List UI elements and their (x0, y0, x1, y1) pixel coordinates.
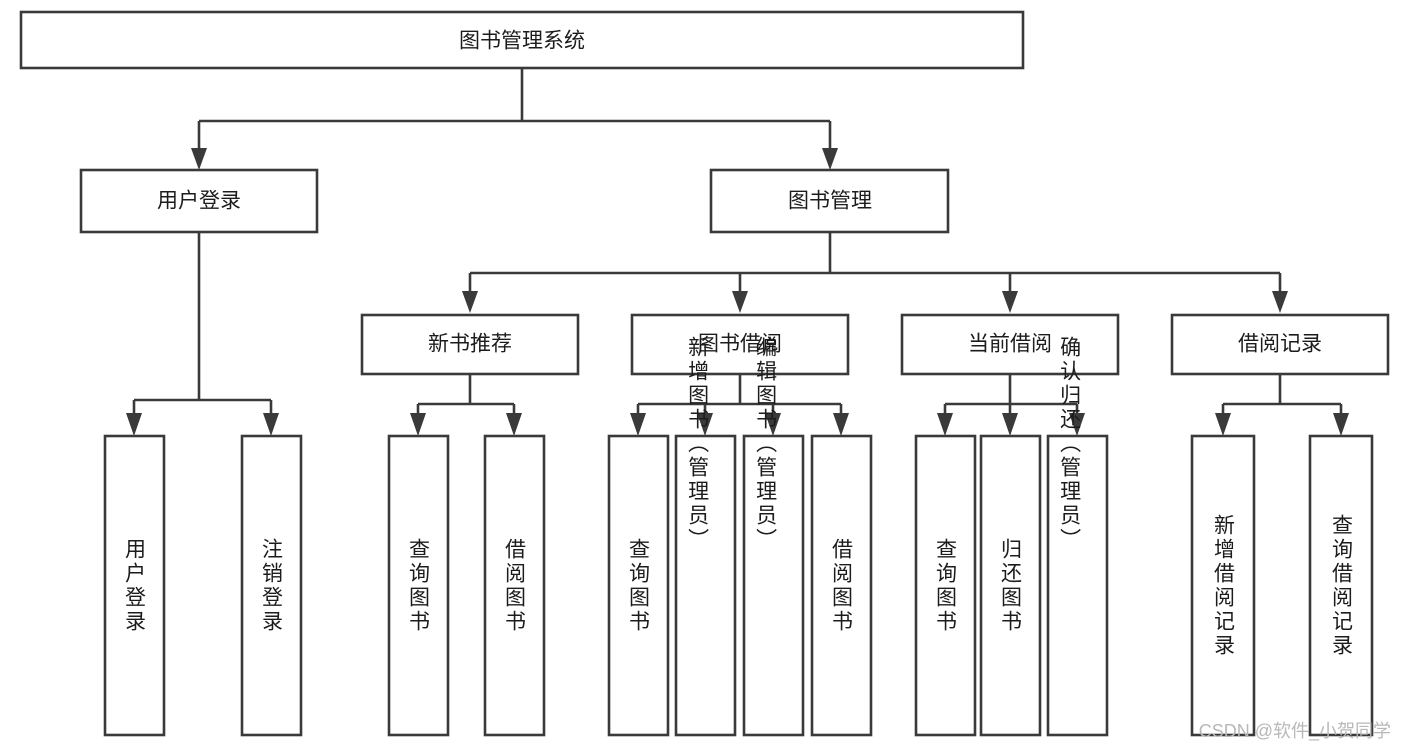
arrow-head-icon (410, 413, 426, 436)
arrow-head-icon (1002, 413, 1018, 436)
leaf-borrow-edit-book-label: 编辑图书（管理员） (754, 336, 778, 552)
leaf-user-login-login[interactable]: 用户登录 (103, 434, 166, 737)
arrow-head-icon (1069, 413, 1085, 436)
node-book-borrow[interactable]: 图书借阅 (630, 313, 850, 376)
leaf-user-login-login-label: 用户登录 (123, 538, 147, 634)
arrow-head-icon (191, 148, 207, 170)
leaf-borrow-add-book-label: 新增图书（管理员） (686, 336, 710, 552)
arrow-head-icon (1333, 413, 1349, 436)
leaf-new-book-borrow[interactable]: 借阅图书 (483, 434, 546, 737)
node-root-system[interactable]: 图书管理系统 (19, 10, 1025, 70)
arrow-head-icon (732, 291, 748, 313)
node-current-borrow-label: 当前借阅 (968, 333, 1052, 356)
leaf-record-query-label: 查询借阅记录 (1330, 514, 1354, 658)
node-root-label: 图书管理系统 (459, 30, 585, 53)
node-user-login[interactable]: 用户登录 (79, 168, 319, 234)
connector-root-to-level2 (191, 68, 838, 170)
node-borrow-record[interactable]: 借阅记录 (1170, 313, 1390, 376)
leaf-current-query-book-label: 查询图书 (934, 538, 958, 634)
leaf-borrow-edit-book[interactable]: 编辑图书（管理员） (742, 336, 805, 737)
arrow-head-icon (697, 413, 713, 436)
node-book-borrow-label: 图书借阅 (698, 333, 782, 356)
arrow-head-icon (462, 291, 478, 313)
arrow-head-icon (630, 413, 646, 436)
leaf-new-book-borrow-label: 借阅图书 (503, 538, 527, 634)
csdn-watermark: CSDN @软件_小贺同学 (1198, 721, 1391, 741)
leaf-current-return-book-label: 归还图书 (999, 538, 1023, 634)
leaf-borrow-query-book-label: 查询图书 (627, 538, 651, 634)
leaf-borrow-borrow-book[interactable]: 借阅图书 (810, 434, 873, 737)
node-borrow-record-label: 借阅记录 (1238, 333, 1322, 356)
arrow-head-icon (263, 413, 279, 436)
arrow-head-icon (126, 413, 142, 436)
node-user-login-label: 用户登录 (157, 190, 241, 213)
leaf-new-book-query[interactable]: 查询图书 (387, 434, 450, 737)
leaf-new-book-query-label: 查询图书 (407, 538, 431, 634)
connector-userlogin-to-leaves (126, 232, 279, 436)
leaf-current-confirm-return[interactable]: 确认归还（管理员） (1046, 336, 1109, 737)
leaf-current-confirm-return-label: 确认归还（管理员） (1058, 336, 1082, 552)
leaf-borrow-add-book[interactable]: 新增图书（管理员） (674, 336, 737, 737)
leaf-user-login-logout[interactable]: 注销登录 (240, 434, 303, 737)
arrow-head-icon (765, 413, 781, 436)
leaf-borrow-borrow-book-label: 借阅图书 (830, 538, 854, 634)
node-book-management[interactable]: 图书管理 (709, 168, 950, 234)
node-current-borrow[interactable]: 当前借阅 (900, 313, 1120, 376)
arrow-head-icon (822, 148, 838, 170)
node-new-book-recommend-label: 新书推荐 (428, 333, 512, 356)
arrow-head-icon (1002, 291, 1018, 313)
leaf-record-query[interactable]: 查询借阅记录 (1308, 434, 1374, 737)
arrow-head-icon (937, 413, 953, 436)
arrow-head-icon (833, 413, 849, 436)
arrow-head-icon (506, 413, 522, 436)
connector-borrowrecord-to-leaves (1215, 374, 1349, 436)
arrow-head-icon (1272, 291, 1288, 313)
leaf-borrow-query-book[interactable]: 查询图书 (607, 434, 670, 737)
node-new-book-recommend[interactable]: 新书推荐 (360, 313, 580, 376)
node-book-management-label: 图书管理 (788, 190, 872, 213)
connector-currentborrow-to-leaves (937, 374, 1085, 436)
connector-bookmgmt-to-level3 (462, 232, 1288, 313)
leaf-record-add-label: 新增借阅记录 (1212, 514, 1236, 658)
leaf-current-query-book[interactable]: 查询图书 (914, 434, 977, 737)
leaf-current-return-book[interactable]: 归还图书 (979, 434, 1042, 737)
connector-newbook-to-leaves (410, 374, 522, 436)
leaf-record-add[interactable]: 新增借阅记录 (1190, 434, 1256, 737)
connector-bookborrow-to-leaves (630, 374, 849, 436)
arrow-head-icon (1215, 413, 1231, 436)
leaf-user-login-logout-label: 注销登录 (260, 538, 284, 634)
